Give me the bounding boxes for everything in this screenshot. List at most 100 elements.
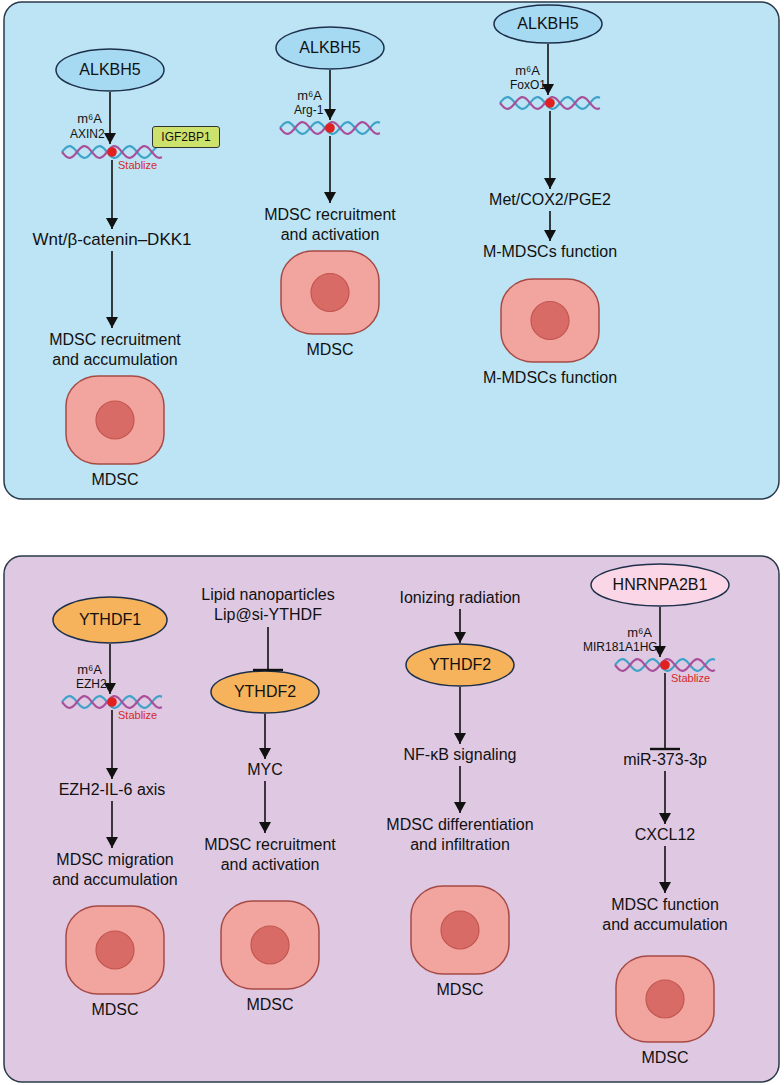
cell-label: MDSC [436, 981, 483, 999]
m6a-site [545, 98, 555, 108]
stabilize-note: Stablize [118, 159, 157, 171]
m6a-site [325, 123, 335, 133]
cell-label: MDSC [91, 1001, 138, 1019]
process-text: MDSC recruitment and accumulation [40, 328, 190, 372]
process-text: MDSC recruitment and activation [255, 203, 405, 247]
arrow-edge [329, 70, 331, 120]
process-label: CXCL12 [635, 825, 695, 845]
cell-nucleus [251, 926, 289, 964]
stabilize-note: Stablize [671, 672, 710, 684]
protein-ellipse: YTHDF2 [210, 670, 320, 714]
mrna-strand: AXIN2Stablize [62, 144, 162, 160]
process-text: MDSC function and accumulation [590, 893, 740, 937]
cell-shape [65, 375, 165, 465]
mrna-strand-line [615, 659, 715, 671]
process-text: M-MDSCs function [470, 241, 630, 263]
ellipse-outline [494, 5, 602, 43]
cell-shape [65, 905, 165, 995]
process-label: MYC [247, 760, 283, 780]
binding-box: IGF2BP1 [152, 126, 220, 148]
protein-ellipse: ALKBH5 [275, 26, 385, 70]
process-label: EZH2-IL-6 axis [59, 780, 166, 800]
protein-name: ALKBH5 [299, 38, 360, 58]
arrow-edge [549, 111, 551, 189]
mrna-strand-line [62, 696, 162, 708]
gene-name: AXIN2 [70, 127, 105, 141]
protein-ellipse: ALKBH5 [493, 4, 603, 44]
mrna-strand-line [500, 97, 600, 109]
protein-name: ALKBH5 [517, 14, 578, 34]
arrow-edge [111, 160, 113, 229]
process-label: Ionizing radiation [400, 588, 521, 608]
protein-name: YTHDF2 [234, 682, 296, 702]
cell-nucleus [531, 302, 569, 340]
protein-ellipse: YTHDF1 [52, 596, 168, 644]
cell-shape [220, 900, 320, 990]
process-text: MDSC recruitment and activation [195, 833, 345, 877]
arrow-edge [459, 766, 461, 813]
arrow-edge [459, 609, 461, 643]
arrow-edge [109, 644, 111, 694]
m6a-site [660, 660, 670, 670]
arrow-edge [459, 687, 461, 744]
process-label: MDSC differentiation and infiltration [370, 815, 550, 855]
process-text: CXCL12 [600, 824, 730, 846]
stabilize-note: Stablize [118, 709, 157, 721]
cell-label: M-MDSCs function [483, 369, 617, 387]
mdsc-cell: MDSC [65, 375, 165, 465]
mrna-strand-line [62, 146, 162, 158]
arrow-edge [264, 714, 266, 759]
arrow-edge [659, 607, 661, 657]
arrow-edge [664, 846, 666, 893]
mrna-strand-line [500, 97, 600, 109]
process-text: Lipid nanoparticles Lip@si-YTHDF [185, 583, 351, 627]
arrow-edge [109, 92, 111, 144]
panel [4, 2, 779, 499]
arrow-edge [664, 771, 666, 824]
arrow-edge [547, 44, 549, 95]
mrna-strand-line [62, 146, 162, 158]
mrna-strand: EZH2Stablize [62, 694, 162, 710]
protein-ellipse: YTHDF2 [405, 643, 515, 687]
cell-nucleus [646, 980, 684, 1018]
arrow-edge [264, 781, 266, 833]
gene-name: FoxO1 [510, 78, 546, 92]
process-label: Met/COX2/PGE2 [489, 190, 611, 210]
inhibition-edge [664, 673, 666, 749]
process-label: MDSC recruitment and activation [255, 205, 405, 245]
m6a-site [107, 697, 117, 707]
process-text: NF-κB signaling [380, 744, 540, 766]
process-text: MDSC migration and accumulation [40, 848, 190, 892]
cell-nucleus [441, 911, 479, 949]
protein-name: YTHDF2 [429, 655, 491, 675]
m6a-site [107, 147, 117, 157]
process-text: Ionizing radiation [380, 587, 540, 609]
process-label: miR-373-3p [623, 750, 707, 770]
process-label: M-MDSCs function [483, 242, 617, 262]
edge-label: m⁶A [77, 662, 102, 677]
cell-nucleus [311, 274, 349, 312]
edge-label: m⁶A [515, 62, 540, 77]
mdsc-cell: MDSC [65, 905, 165, 995]
cell-nucleus [96, 931, 134, 969]
mdsc-cell: MDSC [280, 250, 380, 335]
process-label: MDSC recruitment and activation [195, 835, 345, 875]
mrna-wave [500, 95, 600, 111]
process-text: Wnt/β-catenin–DKK1 [22, 229, 202, 251]
cell-shape [615, 955, 715, 1043]
mdsc-cell: MDSC [220, 900, 320, 990]
process-label: MDSC migration and accumulation [40, 850, 190, 890]
cell-membrane [281, 251, 379, 334]
cell-membrane [616, 956, 714, 1042]
mrna-wave [615, 657, 715, 673]
mrna-strand-line [62, 696, 162, 708]
mdsc-cell: MDSC [615, 955, 715, 1043]
ellipse-outline [211, 671, 319, 713]
cell-membrane [66, 906, 164, 994]
cell-label: MDSC [306, 341, 353, 359]
gene-name: MIR181A1HG [583, 640, 658, 654]
cell-membrane [411, 886, 509, 974]
mdsc-cell: MDSC [410, 885, 510, 975]
process-text: MDSC differentiation and infiltration [370, 813, 550, 857]
